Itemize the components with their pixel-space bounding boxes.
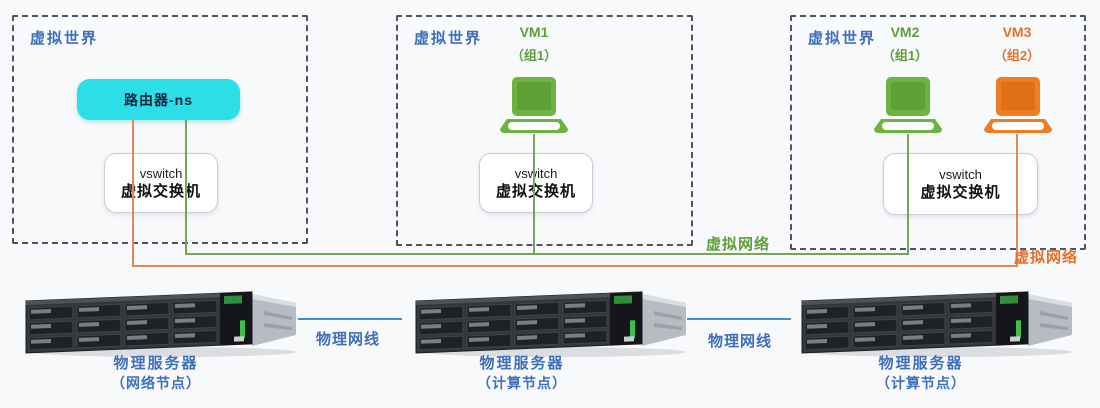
virtual-world-box-2: 虚拟世界 bbox=[396, 15, 693, 246]
server-image-3 bbox=[800, 289, 1072, 359]
server-image-1 bbox=[24, 289, 296, 359]
vm3-name: VM3 bbox=[1002, 24, 1032, 40]
physical-cable-label-1: 物理网线 bbox=[315, 331, 380, 348]
green-virtual-network-bus bbox=[185, 253, 909, 255]
vm1-laptop-icon bbox=[498, 76, 570, 134]
server-node-2: （计算节点） bbox=[477, 375, 567, 391]
vswitch-label-en-2: vswitch bbox=[514, 165, 558, 181]
vm1-group: （组1） bbox=[510, 48, 558, 63]
virtual-network-label-orange: 虚拟网络 bbox=[1014, 249, 1079, 266]
server-node-3: （计算节点） bbox=[876, 375, 966, 391]
physical-cable-line-1 bbox=[298, 318, 402, 320]
server-image-2 bbox=[414, 289, 686, 359]
vswitch-label-cn-3: 虚拟交换机 bbox=[920, 183, 1001, 201]
vswitch-label-cn-1: 虚拟交换机 bbox=[120, 182, 201, 200]
vm1-drop-line bbox=[533, 134, 535, 254]
router-orange-drop-line bbox=[132, 120, 134, 266]
server-name-2: 物理服务器 bbox=[479, 355, 565, 372]
server-label-3: 物理服务器 （计算节点） bbox=[836, 354, 1006, 393]
router-green-drop-line bbox=[185, 120, 187, 254]
virtual-network-label-green: 虚拟网络 bbox=[706, 236, 771, 253]
vswitch-node-2: vswitch 虚拟交换机 bbox=[479, 153, 593, 213]
vm3-drop-line bbox=[1016, 134, 1018, 266]
physical-cable-label-2: 物理网线 bbox=[707, 333, 772, 350]
virtual-world-title-2: 虚拟世界 bbox=[414, 30, 483, 47]
vm2-drop-line bbox=[907, 134, 909, 254]
server-node-1: （网络节点） bbox=[111, 375, 201, 391]
vswitch-label-en-1: vswitch bbox=[139, 165, 183, 181]
vm2-group: （组1） bbox=[881, 48, 929, 63]
vm3-laptop-icon bbox=[982, 76, 1054, 134]
orange-virtual-network-bus bbox=[132, 265, 1018, 267]
server-name-1: 物理服务器 bbox=[113, 355, 199, 372]
virtual-world-title-3: 虚拟世界 bbox=[808, 30, 877, 47]
vswitch-label-en-3: vswitch bbox=[939, 166, 982, 182]
virtual-world-title-1: 虚拟世界 bbox=[30, 30, 99, 47]
server-label-2: 物理服务器 （计算节点） bbox=[437, 354, 607, 393]
vm2-name: VM2 bbox=[890, 24, 920, 40]
vm2-laptop-icon bbox=[872, 76, 944, 134]
virtual-world-box-3: 虚拟世界 bbox=[790, 15, 1086, 250]
vswitch-label-cn-2: 虚拟交换机 bbox=[495, 182, 576, 200]
server-name-3: 物理服务器 bbox=[878, 355, 964, 372]
server-label-1: 物理服务器 （网络节点） bbox=[71, 354, 241, 393]
vm1-name: VM1 bbox=[519, 24, 549, 40]
router-node: 路由器-ns bbox=[77, 79, 240, 120]
virtual-world-box-1: 虚拟世界 bbox=[12, 15, 308, 244]
vswitch-node-1: vswitch 虚拟交换机 bbox=[104, 153, 218, 213]
physical-cable-line-2 bbox=[687, 318, 791, 320]
vm3-group: （组2） bbox=[993, 48, 1041, 63]
